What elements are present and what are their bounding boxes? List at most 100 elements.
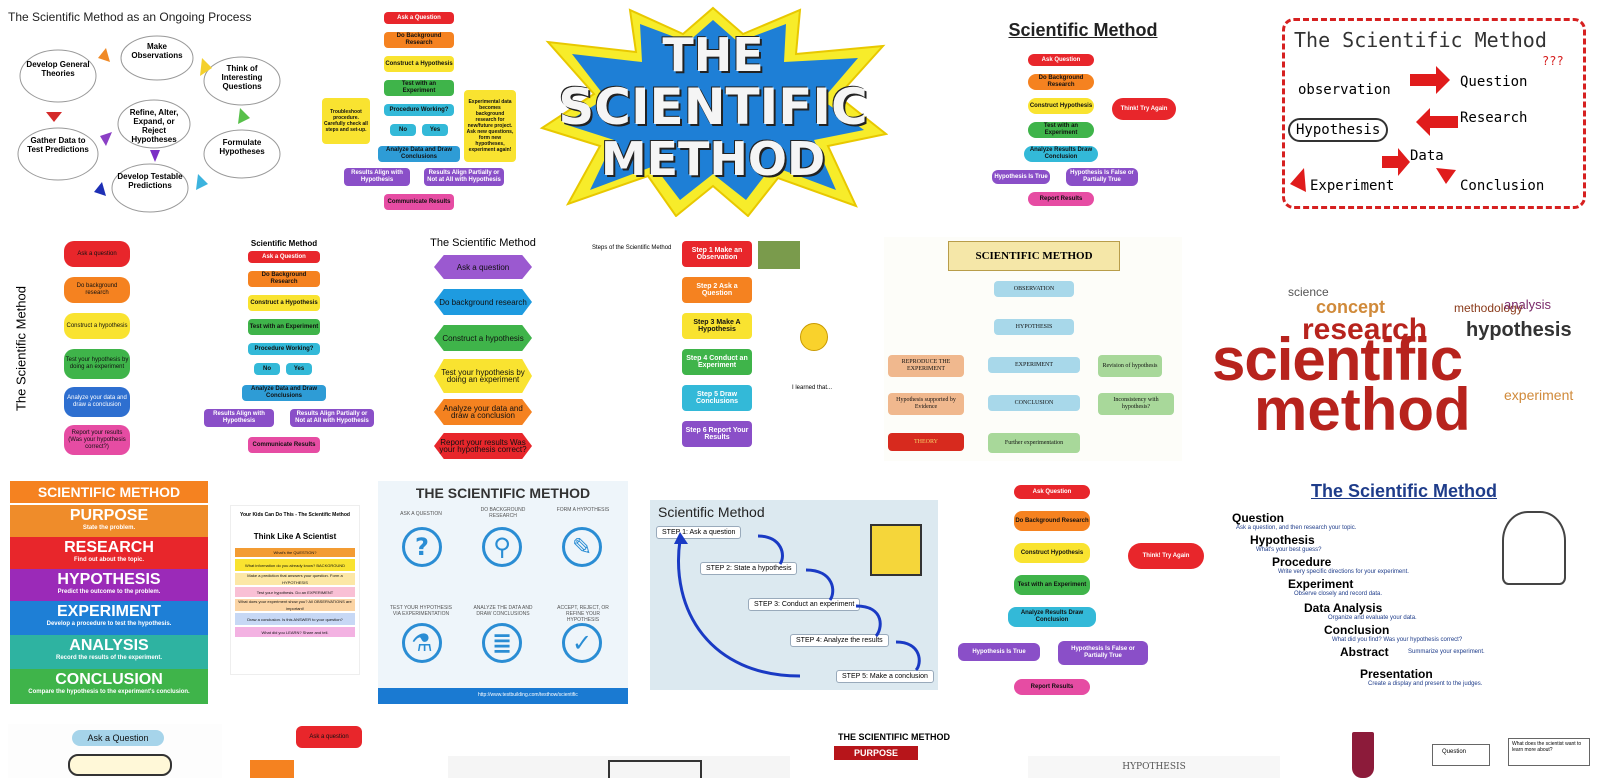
result-image[interactable]: Ask Question Do Background Research Cons…	[958, 481, 1212, 704]
flow-step: Results Align Partially or Not at All wi…	[290, 409, 374, 427]
cycle-node: Develop Testable Predictions	[117, 172, 183, 190]
result-image[interactable]: SCIENTIFIC METHOD OBSERVATION HYPOTHESIS…	[884, 237, 1182, 461]
result-image[interactable]: Ask a Question Do Background Research Co…	[318, 6, 520, 217]
banner-purpose: PURPOSE	[834, 746, 918, 760]
loop-arrows	[674, 532, 921, 678]
item-heading: Question	[1232, 511, 1285, 525]
image-title: THE SCIENTIFIC METHOD	[838, 732, 950, 742]
checklist-row: What did you LEARN? Share and tell.	[235, 627, 355, 637]
flow-step: Report your results Was your hypothesis …	[434, 433, 532, 459]
step-label: ANALYZE THE DATA AND DRAW CONCLUSIONS	[473, 605, 533, 617]
cycle-node: Make Observations	[131, 42, 183, 60]
method-step: STEP 5: Make a conclusion	[836, 670, 934, 683]
result-image[interactable]: HYPOTHESIS	[1028, 756, 1280, 778]
result-image[interactable]: The Scientific Method Question Ask a que…	[1232, 481, 1598, 704]
result-image[interactable]: THE SCIENTIFIC METHOD	[538, 6, 888, 217]
flow-box: Further experimentation	[988, 433, 1080, 453]
result-image[interactable]: The Scientific Method as an Ongoing Proc…	[2, 6, 300, 217]
result-image[interactable]: Scientific Method STEP 1: Ask a question…	[650, 500, 938, 690]
starburst-shape	[539, 6, 888, 217]
scientist-drawing	[1502, 511, 1566, 585]
flow-step: Ask a question	[434, 255, 532, 279]
image-title: THE SCIENTIFIC METHOD	[415, 485, 591, 501]
item-heading: Hypothesis	[1250, 533, 1315, 547]
result-image[interactable]: The Scientific Method Ask a question Do …	[404, 237, 562, 461]
item-heading: Procedure	[1272, 555, 1332, 569]
image-title: SCIENTIFIC METHOD	[948, 241, 1120, 271]
result-image[interactable]: THE SCIENTIFIC METHOD ? ⚲ ✎ ⚗ ≣ ✓ ASK A …	[378, 481, 628, 704]
concept-word: observation	[1298, 82, 1391, 98]
flow-step: Do background research	[64, 277, 130, 303]
cloud-word: experiment	[1504, 387, 1574, 403]
flow-step: Ask Question	[1028, 54, 1094, 66]
result-image[interactable]: Question What does the scientist want to…	[1342, 732, 1598, 778]
checklist-row: What's the QUESTION?	[235, 548, 355, 557]
item-desc: What's your best guess?	[1256, 547, 1322, 553]
image-title: The Scientific Method	[1310, 481, 1497, 501]
result-image[interactable]: Ask a Question	[8, 724, 222, 778]
cycle-node: Refine, Alter, Expand, or Reject Hypothe…	[129, 108, 179, 144]
result-image[interactable]: The Scientific Method Ask a question Do …	[8, 237, 166, 461]
flow-step: Test your hypothesis by doing an experim…	[434, 359, 532, 393]
flow-step: Construct Hypothesis	[1014, 543, 1090, 563]
result-image[interactable]: scientific method research hypothesis co…	[1204, 237, 1598, 461]
flow-box: Hypothesis supported by Evidence	[888, 393, 964, 415]
result-image[interactable]: Scientific Method Ask a Question Do Back…	[180, 237, 388, 461]
item-desc: Summarize your experiment.	[1408, 649, 1485, 655]
result-image[interactable]: The Scientific Method observation Questi…	[1270, 6, 1598, 217]
checklist-row: Draw a conclusion. Is this ANSWER to you…	[235, 613, 355, 625]
item-heading: Data Analysis	[1304, 601, 1383, 615]
flow-label: What does the scientist want to learn mo…	[1512, 741, 1582, 753]
item-desc: Write very specific directions for your …	[1278, 569, 1409, 575]
result-image[interactable]: Scientific Method Ask Question Do Backgr…	[918, 6, 1248, 217]
burst-line: SCIENTIFIC	[558, 78, 868, 136]
flask-icon: ⚗	[402, 623, 442, 663]
flow-step: Step 4 Conduct an Experiment	[682, 349, 752, 375]
flow-step: Do Background Research	[1028, 74, 1094, 90]
flow-step: Construct a Hypothesis	[248, 295, 320, 311]
item-heading: Abstract	[1340, 645, 1389, 659]
cycle-node: Develop General Theories	[26, 60, 90, 78]
item-desc: Observe closely and record data.	[1294, 591, 1383, 597]
flow-step: Hypothesis Is False or Partially True	[1066, 168, 1138, 186]
test-tube-illustration	[1352, 732, 1374, 778]
result-image[interactable]: Ask a question	[240, 724, 416, 778]
image-subtitle: Think Like A Scientist	[253, 532, 337, 541]
concept-word: Conclusion	[1460, 178, 1545, 194]
footer-bar	[378, 688, 628, 704]
result-image[interactable]: Your Kids Can Do This - The Scientific M…	[230, 505, 360, 675]
flow-box	[1508, 738, 1590, 766]
mushroom-photo	[758, 241, 800, 269]
result-image[interactable]	[448, 756, 790, 778]
image-title: The Scientific Method as an Ongoing Proc…	[8, 10, 252, 24]
flow-step: Test with an Experiment	[384, 80, 454, 96]
image-title: Scientific Method	[250, 239, 318, 248]
concept-word: Experiment	[1310, 178, 1395, 194]
concept-word: ???	[1542, 54, 1564, 68]
flow-step: Construct a hypothesis	[64, 313, 130, 339]
flow-box: Inconsistency with hypothesis?	[1098, 393, 1174, 415]
method-step: STEP 3: Conduct an experiment	[748, 598, 861, 611]
diagram-strip	[608, 760, 702, 778]
flow-step: Step 1 Make an Observation	[682, 241, 752, 267]
flow-step: Do Background Research	[384, 32, 454, 48]
item-desc: Create a display and present to the judg…	[1368, 681, 1483, 687]
dashed-frame	[1282, 18, 1586, 209]
cloud-word: methodology	[1454, 301, 1523, 315]
image-title: Scientific Method	[1008, 20, 1158, 40]
image-title: Your Kids Can Do This - The Scientific M…	[240, 512, 350, 518]
flow-step: Analyze Results Draw Conclusion	[1024, 146, 1098, 162]
result-image[interactable]: THE SCIENTIFIC METHOD PURPOSE	[812, 732, 1008, 778]
step-label: DO BACKGROUND RESEARCH	[480, 507, 526, 519]
flow-step: Do Background Research	[1014, 511, 1090, 531]
flow-step: Ask Question	[1014, 485, 1090, 499]
thumbs-icon: ✓	[562, 623, 602, 663]
result-image[interactable]: Steps of the Scientific Method Step 1 Ma…	[586, 237, 864, 461]
flow-connector	[68, 754, 172, 776]
item-desc: What did you find? Was your hypothesis c…	[1332, 637, 1463, 643]
flow-step: Construct Hypothesis	[1028, 98, 1094, 114]
